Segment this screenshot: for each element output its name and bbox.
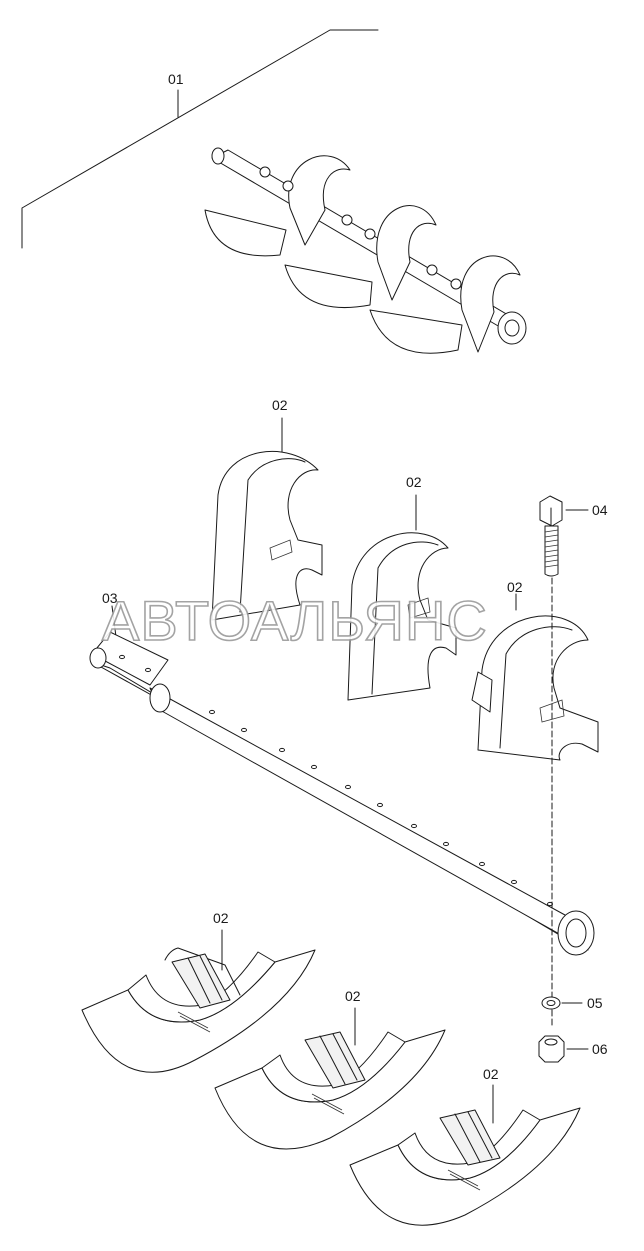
watermark-text: АВТОАЛЬЯНС	[102, 589, 488, 652]
assembly-lower-flight-1	[204, 209, 287, 257]
auger-assembly-01: 01	[21, 29, 527, 354]
flight-segment-a-body	[211, 450, 323, 621]
label-02-c: 02	[507, 579, 523, 595]
label-02-f: 02	[483, 1066, 499, 1082]
flight-segment-b-body	[347, 532, 457, 701]
flight-segment-d: 02	[81, 910, 316, 1073]
label-04: 04	[592, 502, 608, 518]
nut-06: 06	[538, 1035, 608, 1063]
assembly-lower-flight-3	[369, 309, 463, 354]
flight-segment-c: 02	[471, 579, 599, 761]
label-02-b: 02	[406, 474, 422, 490]
label-02-a: 02	[272, 397, 288, 413]
flight-segment-f: 02	[349, 1066, 581, 1226]
assembly-lower-flight-2	[284, 264, 373, 309]
nut-body	[538, 1035, 565, 1063]
flight-segment-b: 02	[347, 474, 457, 701]
shaft-end-right	[557, 910, 595, 956]
washer-05: 05	[541, 995, 603, 1011]
assembly-upper-flight-2	[376, 205, 437, 301]
flight-segment-c-body	[477, 615, 599, 761]
shaft-holes	[119, 654, 553, 907]
bolt-04: 04	[539, 495, 608, 577]
label-05: 05	[587, 995, 603, 1011]
label-06: 06	[592, 1041, 608, 1057]
shaft-end-left	[89, 647, 107, 669]
fastener-set: 04 05 06	[538, 495, 608, 1063]
assembly-leader-frame	[21, 29, 379, 249]
label-01: 01	[168, 71, 184, 87]
flight-segment-e: 02	[214, 988, 446, 1150]
assembly-upper-flight-1	[288, 155, 351, 246]
shaft-step	[149, 683, 171, 713]
label-03: 03	[102, 590, 118, 606]
flight-segment-a: 02	[211, 397, 323, 621]
label-02-e: 02	[345, 988, 361, 1004]
label-02-d: 02	[213, 910, 229, 926]
assembly-shaft-end	[211, 147, 225, 165]
assembly-upper-flight-3	[460, 255, 521, 353]
washer-ring	[541, 996, 561, 1010]
assembly-shaft-collar	[497, 311, 527, 345]
shaft-03: 03	[89, 590, 595, 956]
